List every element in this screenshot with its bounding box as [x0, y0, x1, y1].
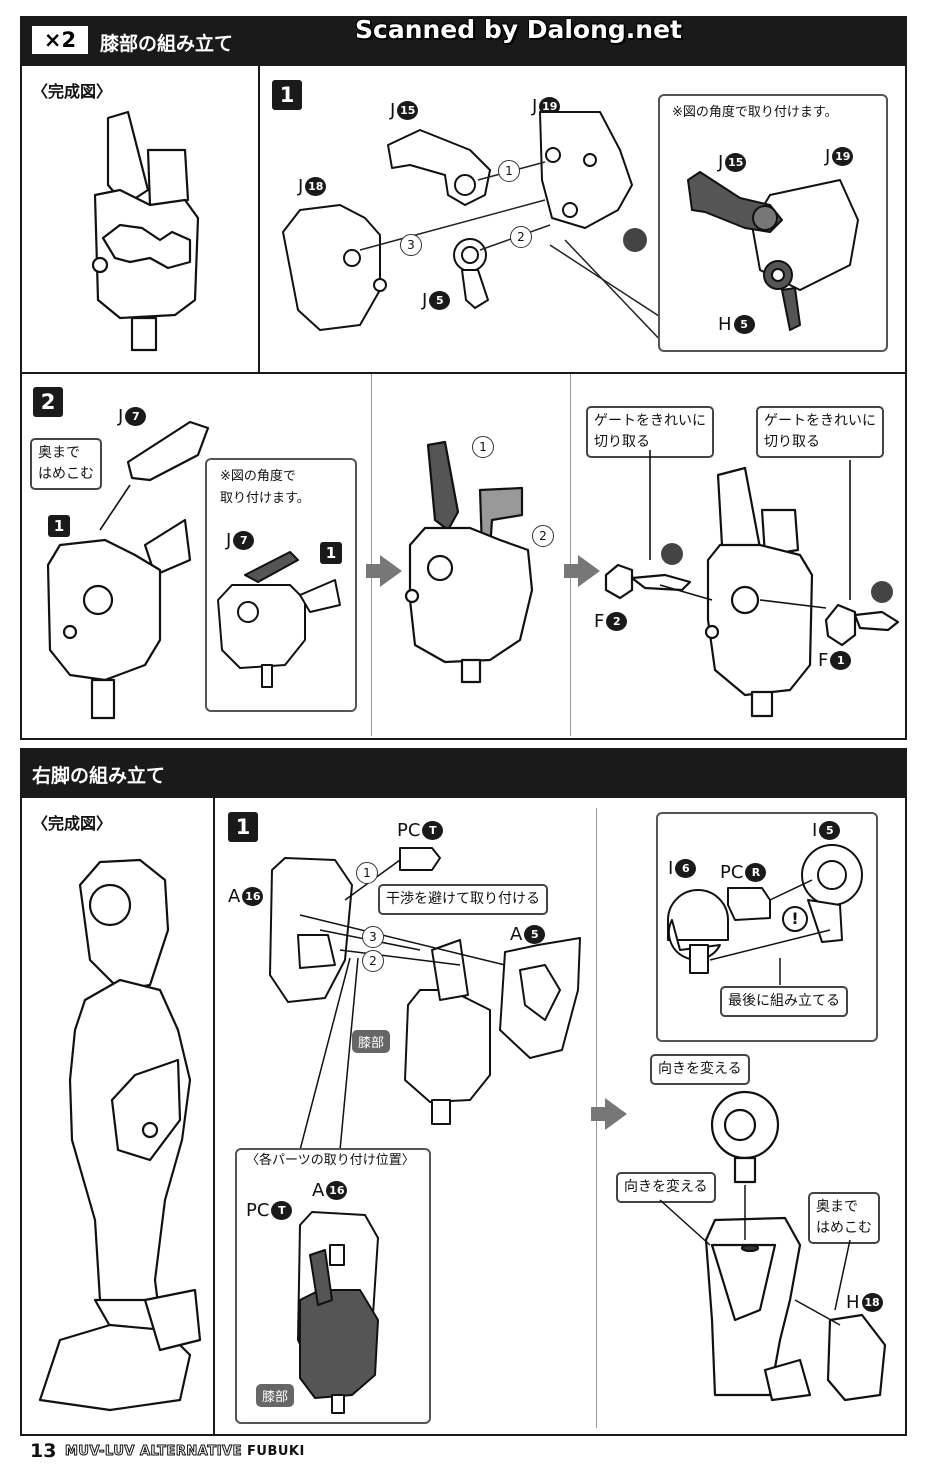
angle-note-2: ※図の角度で 取り付けます。: [220, 469, 310, 506]
callout-change-direction: 向きを変える: [616, 1172, 716, 1203]
warning-icon: !: [782, 906, 808, 932]
section-title: 右脚の組み立て: [32, 765, 166, 787]
callout-cut-gate: ゲートをきれいに 切り取る: [586, 406, 714, 458]
rotate-order: 2: [532, 525, 554, 547]
knee-tag: 膝部: [256, 1384, 295, 1407]
step-ref-badge: 1: [48, 515, 70, 537]
section-header-knee: ×2 膝部の組み立て: [20, 16, 907, 64]
callout-insert-fully: 奥まで はめこむ: [30, 438, 102, 490]
next-arrow: [591, 1098, 627, 1130]
step-ref-badge: 1: [320, 542, 342, 564]
next-arrow: [564, 555, 600, 587]
step-number: 1: [228, 812, 258, 842]
order-number: 1: [356, 862, 378, 884]
next-arrow: [366, 555, 402, 587]
complete-view-label: 〈完成図〉: [32, 82, 113, 101]
divider: [20, 372, 907, 374]
page-number: 13: [30, 1440, 57, 1462]
callout-avoid-interference: 干渉を避けて取り付ける: [378, 884, 548, 915]
complete-view-label: 〈完成図〉: [32, 814, 113, 833]
callout-cut-gate: ゲートをきれいに 切り取る: [756, 406, 884, 458]
angle-note: ※図の角度で取り付けます。: [672, 105, 838, 120]
order-number: 2: [362, 950, 384, 972]
divider: [213, 796, 215, 1436]
knee-tag: 膝部: [352, 1030, 391, 1053]
step-number: 1: [272, 80, 302, 110]
order-number: 2: [510, 226, 532, 248]
rotate-order: 1: [472, 436, 494, 458]
footer-title: MUV-LUV ALTERNATIVE FUBUKI: [65, 1444, 305, 1460]
divider: [371, 374, 372, 736]
callout-assemble-last: 最後に組み立てる: [720, 986, 848, 1017]
multiplier-badge: ×2: [32, 26, 88, 54]
order-number: 1: [498, 160, 520, 182]
section-header-right-leg: 右脚の組み立て: [20, 748, 907, 796]
callout-change-direction: 向きを変える: [650, 1054, 750, 1085]
callout-insert-fully: 奥まで はめこむ: [808, 1192, 880, 1244]
order-number: 3: [400, 234, 422, 256]
divider: [570, 374, 571, 736]
positions-label: 〈各パーツの取り付け位置〉: [246, 1153, 415, 1168]
section-title: 膝部の組み立て: [100, 33, 234, 55]
step-number: 2: [33, 387, 63, 417]
watermark: Scanned by Dalong.net: [355, 15, 683, 44]
divider: [258, 64, 260, 372]
order-number: 3: [362, 926, 384, 948]
